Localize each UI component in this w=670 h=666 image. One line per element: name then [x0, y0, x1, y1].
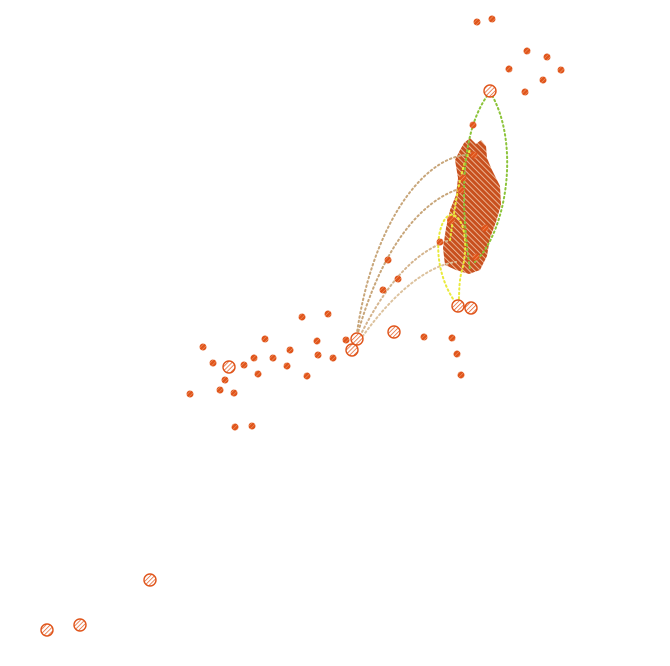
location-point-marker[interactable] — [313, 337, 321, 345]
flow-arc-tan[interactable] — [355, 187, 463, 341]
location-point-marker[interactable] — [483, 84, 497, 98]
location-point-marker[interactable] — [457, 371, 465, 379]
location-point-marker[interactable] — [453, 350, 461, 358]
location-point-marker[interactable] — [314, 351, 322, 359]
location-point-marker[interactable] — [350, 332, 364, 346]
location-point-marker[interactable] — [464, 301, 478, 315]
location-point-marker[interactable] — [209, 359, 217, 367]
hatched-region-shape[interactable] — [443, 138, 501, 274]
location-point-marker[interactable] — [436, 238, 444, 246]
location-point-marker[interactable] — [543, 53, 551, 61]
location-point-marker[interactable] — [488, 15, 496, 23]
location-point-marker[interactable] — [384, 256, 392, 264]
location-point-marker[interactable] — [523, 47, 531, 55]
flow-arc-tan[interactable] — [357, 239, 451, 341]
location-point-marker[interactable] — [222, 360, 236, 374]
location-point-marker[interactable] — [324, 310, 332, 318]
location-point-marker[interactable] — [345, 343, 359, 357]
location-point-marker[interactable] — [481, 224, 489, 232]
location-point-marker[interactable] — [557, 66, 565, 74]
location-point-marker[interactable] — [286, 346, 294, 354]
location-point-marker[interactable] — [199, 343, 207, 351]
flow-arcs-layer — [355, 91, 509, 341]
location-point-marker[interactable] — [143, 573, 157, 587]
flow-arc-tan[interactable] — [359, 261, 457, 341]
location-point-marker[interactable] — [472, 253, 480, 261]
location-point-marker[interactable] — [379, 286, 387, 294]
location-point-marker[interactable] — [448, 334, 456, 342]
location-point-marker[interactable] — [451, 299, 465, 313]
location-point-marker[interactable] — [283, 362, 291, 370]
location-point-marker[interactable] — [231, 423, 239, 431]
location-point-marker[interactable] — [473, 18, 481, 26]
location-point-marker[interactable] — [387, 325, 401, 339]
flow-arc-green[interactable] — [474, 91, 509, 263]
location-point-marker[interactable] — [420, 333, 428, 341]
location-point-marker[interactable] — [505, 65, 513, 73]
location-point-marker[interactable] — [457, 186, 465, 194]
location-point-marker[interactable] — [447, 216, 455, 224]
location-point-marker[interactable] — [394, 275, 402, 283]
location-point-marker[interactable] — [298, 313, 306, 321]
location-point-marker[interactable] — [303, 372, 311, 380]
location-point-marker[interactable] — [269, 354, 277, 362]
location-point-marker[interactable] — [230, 389, 238, 397]
points-layer — [40, 15, 565, 637]
location-point-marker[interactable] — [248, 422, 256, 430]
location-point-marker[interactable] — [254, 370, 262, 378]
location-point-marker[interactable] — [261, 335, 269, 343]
flow-arc-tan[interactable] — [355, 154, 466, 341]
location-point-marker[interactable] — [186, 390, 194, 398]
location-point-marker[interactable] — [329, 354, 337, 362]
location-point-marker[interactable] — [539, 76, 547, 84]
location-point-marker[interactable] — [216, 386, 224, 394]
location-point-marker[interactable] — [459, 174, 467, 182]
flow-arc-green[interactable] — [463, 91, 491, 271]
location-point-marker[interactable] — [221, 376, 229, 384]
location-point-marker[interactable] — [342, 336, 350, 344]
location-point-marker[interactable] — [73, 618, 87, 632]
location-point-marker[interactable] — [40, 623, 54, 637]
region-layer — [443, 138, 501, 274]
flow-arc-yellow[interactable] — [437, 213, 467, 307]
location-point-marker[interactable] — [469, 121, 477, 129]
location-point-marker[interactable] — [250, 354, 258, 362]
location-point-marker[interactable] — [240, 361, 248, 369]
location-point-marker[interactable] — [521, 88, 529, 96]
location-point-marker[interactable] — [470, 151, 478, 159]
